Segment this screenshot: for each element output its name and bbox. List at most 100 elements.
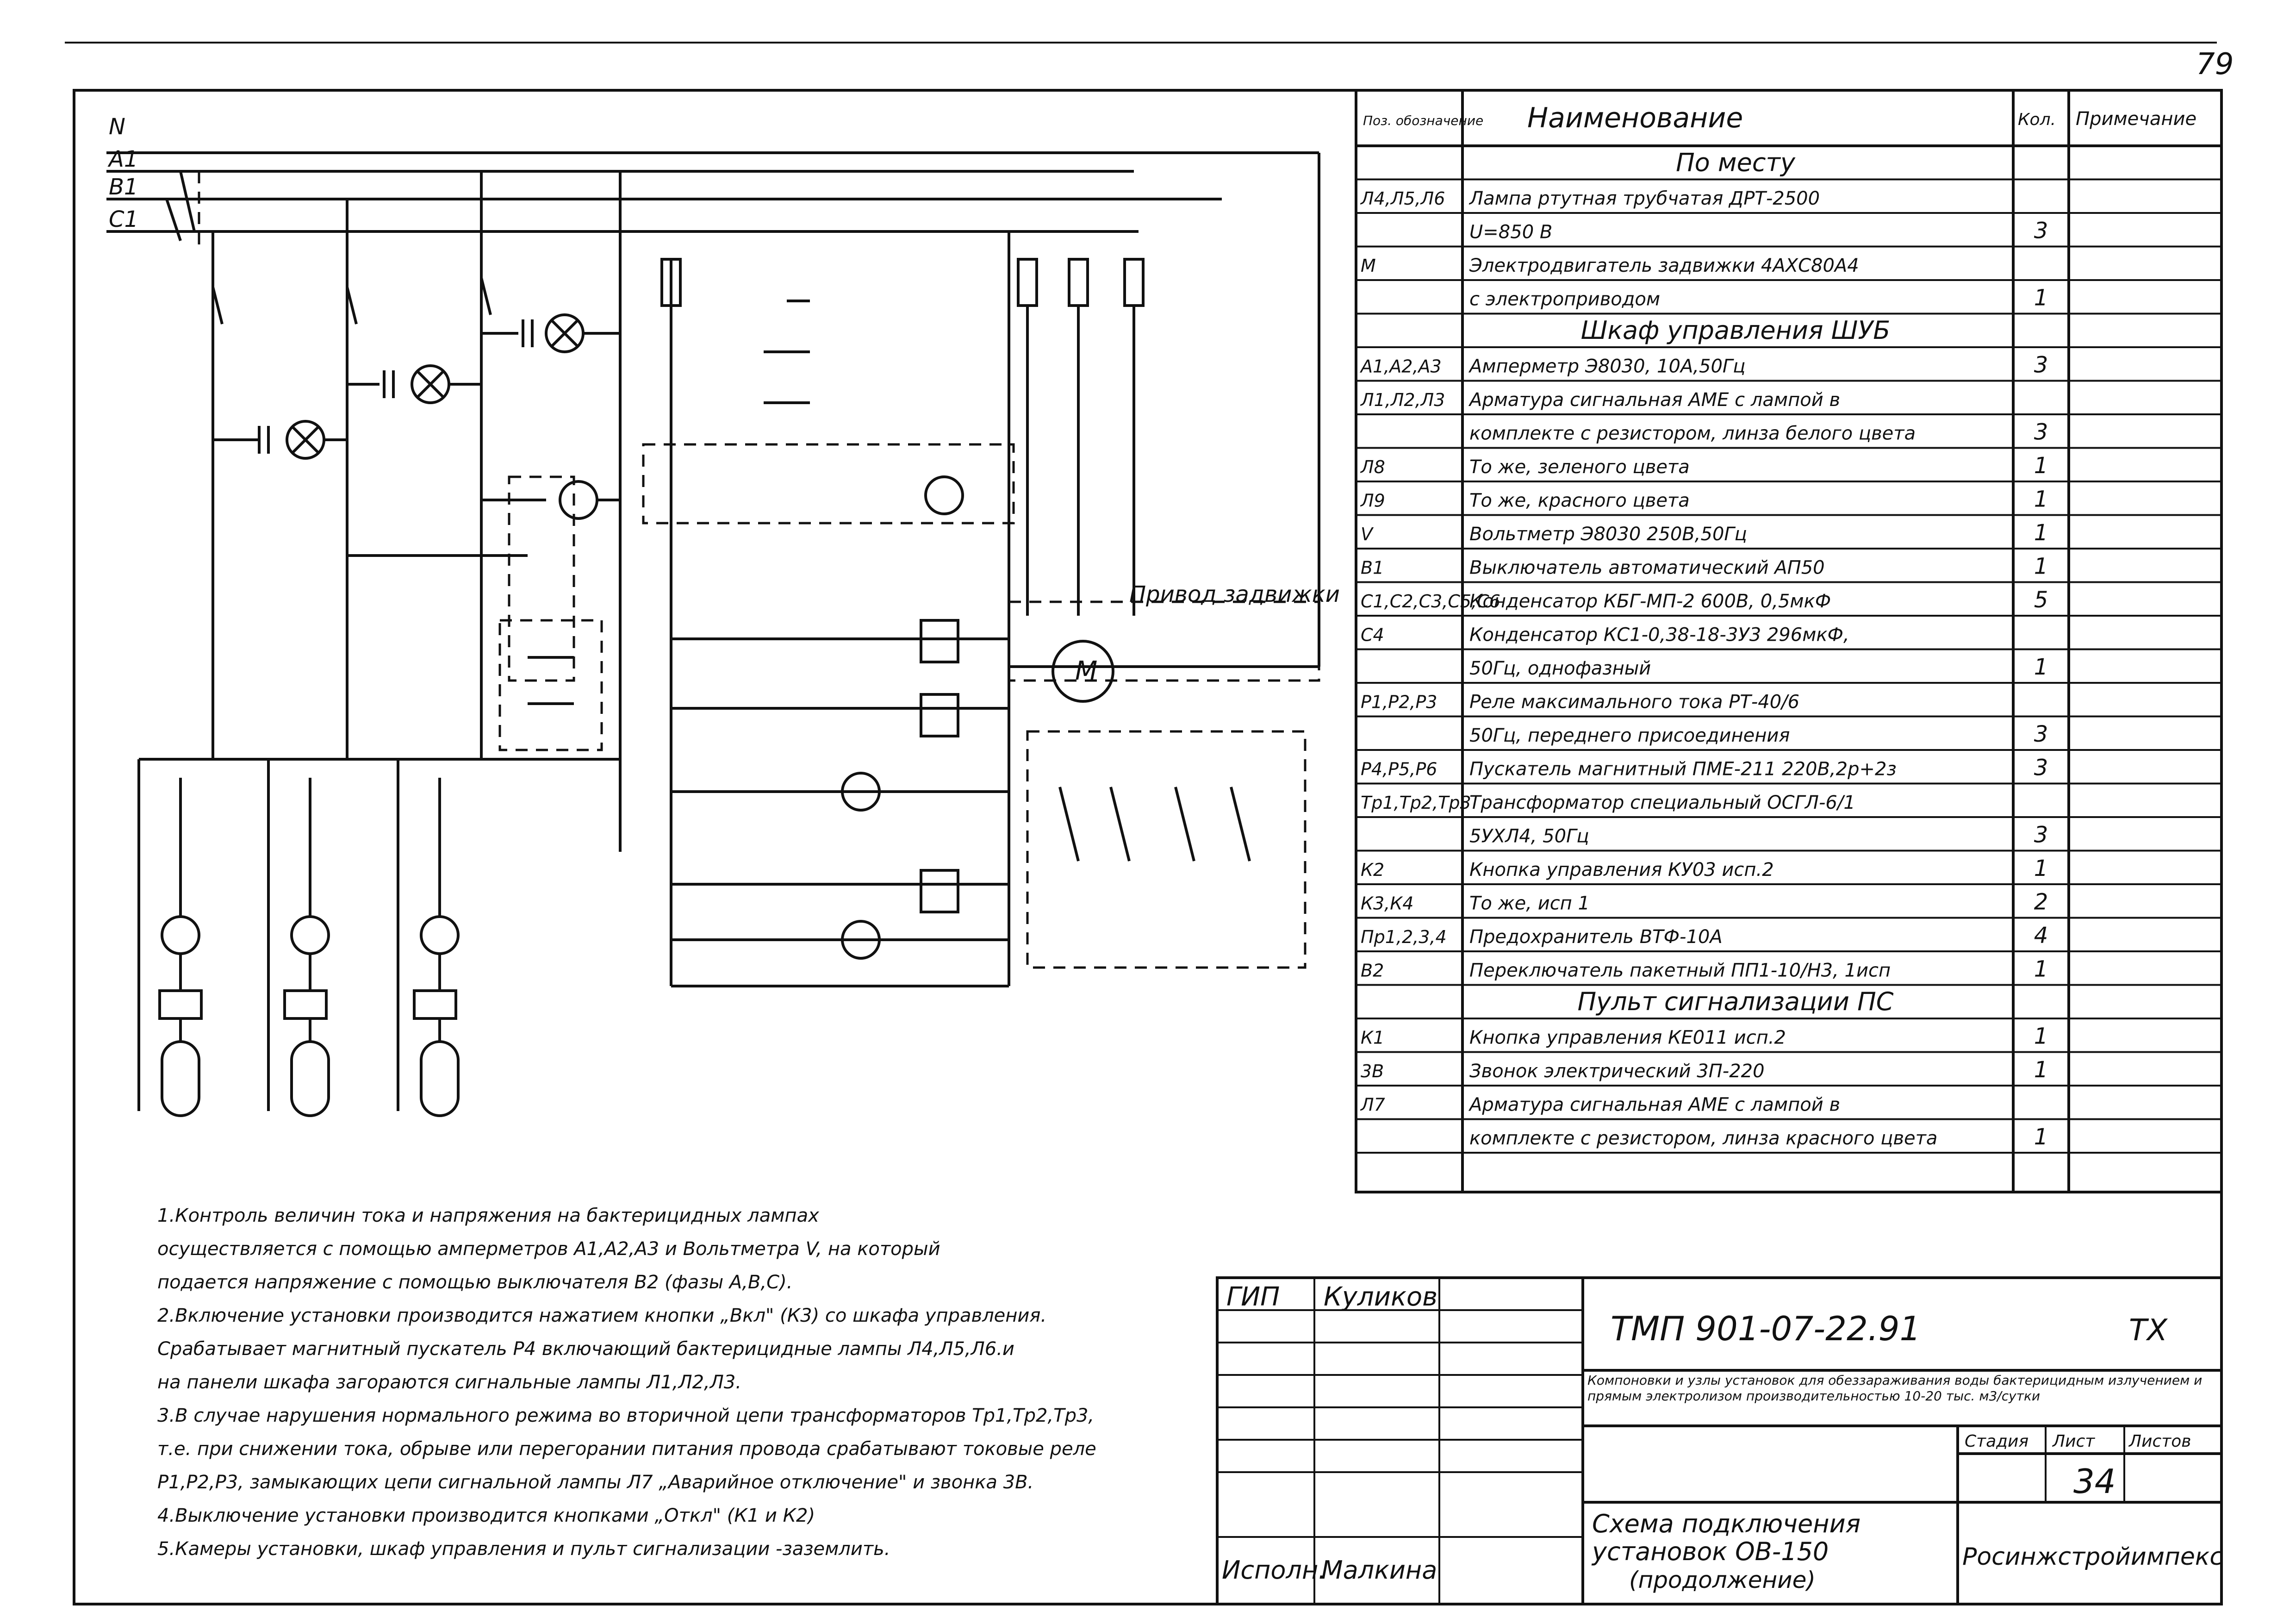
bom-cell-pos: К1 xyxy=(1361,1028,1384,1048)
bom-cell-qty: 4 xyxy=(2034,923,2048,949)
bom-cell-name: с электроприводом xyxy=(1469,289,1660,310)
note-line: 2.Включение установки производится нажат… xyxy=(157,1305,1047,1326)
bom-cell-pos: С1,С2,С3,С5,С6 xyxy=(1361,591,1500,612)
bom-cell-name: То же, зеленого цвета xyxy=(1469,456,1690,478)
gip-label: ГИП xyxy=(1226,1282,1280,1312)
breaker-b1 xyxy=(165,171,200,250)
bom-cell-qty: 3 xyxy=(2034,822,2048,848)
motor-drive xyxy=(1008,258,1320,969)
bom-cell-qty: 3 xyxy=(2034,721,2048,747)
bom-cell-pos: Л7 xyxy=(1360,1095,1385,1115)
bom-cell-qty: 1 xyxy=(2034,520,2048,546)
bom-header-qty: Кол. xyxy=(2018,110,2056,129)
bom-cell-name: Конденсатор КБГ-МП-2 600В, 0,5мкФ xyxy=(1469,591,1831,612)
bom-cell-qty: 5 xyxy=(2034,587,2048,613)
bus-label-n: N xyxy=(109,114,125,140)
sheet-number: 34 xyxy=(2073,1462,2116,1501)
note-line: подается напряжение с помощью выключател… xyxy=(157,1272,793,1293)
bom-cell-name: 5УХЛ4, 50Гц xyxy=(1469,826,1589,847)
bom-cell-pos: V xyxy=(1361,524,1374,544)
bom-cell-qty: 1 xyxy=(2034,285,2048,311)
bom-cell-qty: 3 xyxy=(2034,419,2048,445)
bom-cell-pos: Тр1,Тр2,Тр3 xyxy=(1361,793,1471,813)
bom-cell-name: Лампа ртутная трубчатая ДРТ-2500 xyxy=(1468,188,1820,209)
doc-code: ТМП 901-07-22.91 xyxy=(1611,1309,1921,1348)
bom-header-pos: Поз. обозначение xyxy=(1363,113,1483,128)
sheet-label: Лист xyxy=(2052,1432,2095,1451)
bom-cell-name: Конденсатор КС1-0,38-18-3У3 296мкФ, xyxy=(1469,625,1849,646)
bom-cell-name: Переключатель пакетный ПП1-10/Н3, 1исп xyxy=(1469,960,1891,981)
bom-cell-qty: 3 xyxy=(2034,218,2048,244)
bom-cell-name: Звонок электрический 3П-220 xyxy=(1469,1061,1765,1082)
bom-cell-name: Выключатель автоматический АП50 xyxy=(1469,557,1825,579)
transformer-circuits xyxy=(137,758,620,1117)
bom-cell-pos: А1,А2,А3 xyxy=(1359,356,1442,377)
bom-cell-qty: 3 xyxy=(2034,352,2048,378)
bom-cell-name: 50Гц, переднего присоединения xyxy=(1469,725,1790,746)
note-line: на панели шкафа загораются сигнальные ла… xyxy=(157,1372,741,1393)
schematic-labels: N А1 В1 С1 М Привод задвижки xyxy=(107,114,1340,686)
control-circuit xyxy=(642,231,1015,987)
bom-cell-pos: Пр1,2,3,4 xyxy=(1361,927,1447,947)
bom-cell-name: Реле максимального тока РТ-40/6 xyxy=(1469,692,1799,713)
bom-cell-name: Арматура сигнальная АМЕ с лампой в xyxy=(1468,389,1840,411)
bom-header-note: Примечание xyxy=(2076,108,2196,130)
note-line: 5.Камеры установки, шкаф управления и пу… xyxy=(157,1538,890,1560)
stage-label: Стадия xyxy=(1965,1432,2028,1451)
bom-cell-pos: Л8 xyxy=(1360,457,1385,477)
bom-cell-qty: 3 xyxy=(2034,755,2048,781)
bom-cell-name: U=850 В xyxy=(1469,222,1552,243)
bom-cell-name: Амперметр Э8030, 10А,50Гц xyxy=(1468,356,1745,377)
sheets-label: Листов xyxy=(2128,1432,2191,1451)
bom-grid xyxy=(1355,89,2223,1193)
bom-cell-name: Шкаф управления ШУБ xyxy=(1581,316,1891,345)
bus-label-c1: С1 xyxy=(109,206,138,232)
bom-cell-qty: 1 xyxy=(2034,1057,2048,1083)
note-line: 1.Контроль величин тока и напряжения на … xyxy=(157,1205,819,1226)
bom-cell-name: 50Гц, однофазный xyxy=(1469,658,1651,679)
bom-cell-pos: Л9 xyxy=(1360,491,1385,511)
bom-header-name: Наименование xyxy=(1527,102,1743,134)
note-line: осуществляется с помощью амперметров А1,… xyxy=(157,1238,940,1260)
motor-label: М xyxy=(1075,656,1097,686)
note-line: 4.Выключение установки производится кноп… xyxy=(157,1505,815,1526)
bom-cell-pos: В2 xyxy=(1361,961,1384,981)
notes-block: 1.Контроль величин тока и напряжения на … xyxy=(157,1199,1096,1566)
bom-cell-name: Кнопка управления КУ03 исп.2 xyxy=(1469,859,1774,881)
bom-cell-pos: С4 xyxy=(1361,625,1384,645)
bus-label-a1: А1 xyxy=(107,146,138,172)
bom-cell-name: комплекте с резистором, линза белого цве… xyxy=(1469,423,1916,444)
bom-cell-qty: 1 xyxy=(2034,956,2048,982)
bom-cell-qty: 1 xyxy=(2034,1024,2048,1049)
bom-cell-qty: 2 xyxy=(2034,889,2048,915)
drawing-title-3: (продолжение) xyxy=(1629,1567,1816,1593)
bom-cell-qty: 1 xyxy=(2034,453,2048,479)
bom-cell-name: Трансформатор специальный ОСГЛ-6/1 xyxy=(1469,792,1855,813)
bom-cell-name: Пускатель магнитный ПМЕ-211 220В,2р+2з xyxy=(1469,759,1897,780)
bom-cell-name: Предохранитель ВТФ-10А xyxy=(1469,926,1723,948)
bus-label-b1: В1 xyxy=(109,174,138,200)
page-number: 79 xyxy=(2196,47,2234,81)
title-block-grid xyxy=(1216,1276,2223,1605)
bom-cell-name: Кнопка управления КЕ011 исп.2 xyxy=(1469,1027,1786,1049)
bom-cell-name: комплекте с резистором, линза красного ц… xyxy=(1469,1128,1937,1149)
motor-symbol xyxy=(1052,640,1114,703)
bom-cell-name: Вольтметр Э8030 250В,50Гц xyxy=(1469,524,1747,545)
bom-cell-pos: Р1,Р2,Р3 xyxy=(1361,692,1437,712)
bom-cell-qty: 1 xyxy=(2034,856,2048,881)
note-line: Р1,Р2,Р3, замыкающих цепи сигнальной лам… xyxy=(157,1472,1034,1493)
title-description: Компоновки и узлы установок для обеззара… xyxy=(1587,1373,2203,1404)
bom-cell-qty: 1 xyxy=(2034,1124,2048,1150)
bom-cell-name: Арматура сигнальная АМЕ с лампой в xyxy=(1468,1094,1840,1116)
bom-cell-pos: К3,К4 xyxy=(1361,893,1413,914)
bom-cell-name: По месту xyxy=(1676,148,1796,177)
bom-cell-name: То же, красного цвета xyxy=(1469,490,1690,512)
note-line: 3.В случае нарушения нормального режима … xyxy=(157,1405,1095,1426)
bom-cell-pos: 3В xyxy=(1361,1061,1384,1081)
bom-cell-qty: 1 xyxy=(2034,554,2048,580)
bom-cell-pos: Л4,Л5,Л6 xyxy=(1360,188,1445,209)
bom-cell-pos: Р4,Р5,Р6 xyxy=(1361,759,1437,780)
bom-cell-qty: 1 xyxy=(2034,654,2048,680)
